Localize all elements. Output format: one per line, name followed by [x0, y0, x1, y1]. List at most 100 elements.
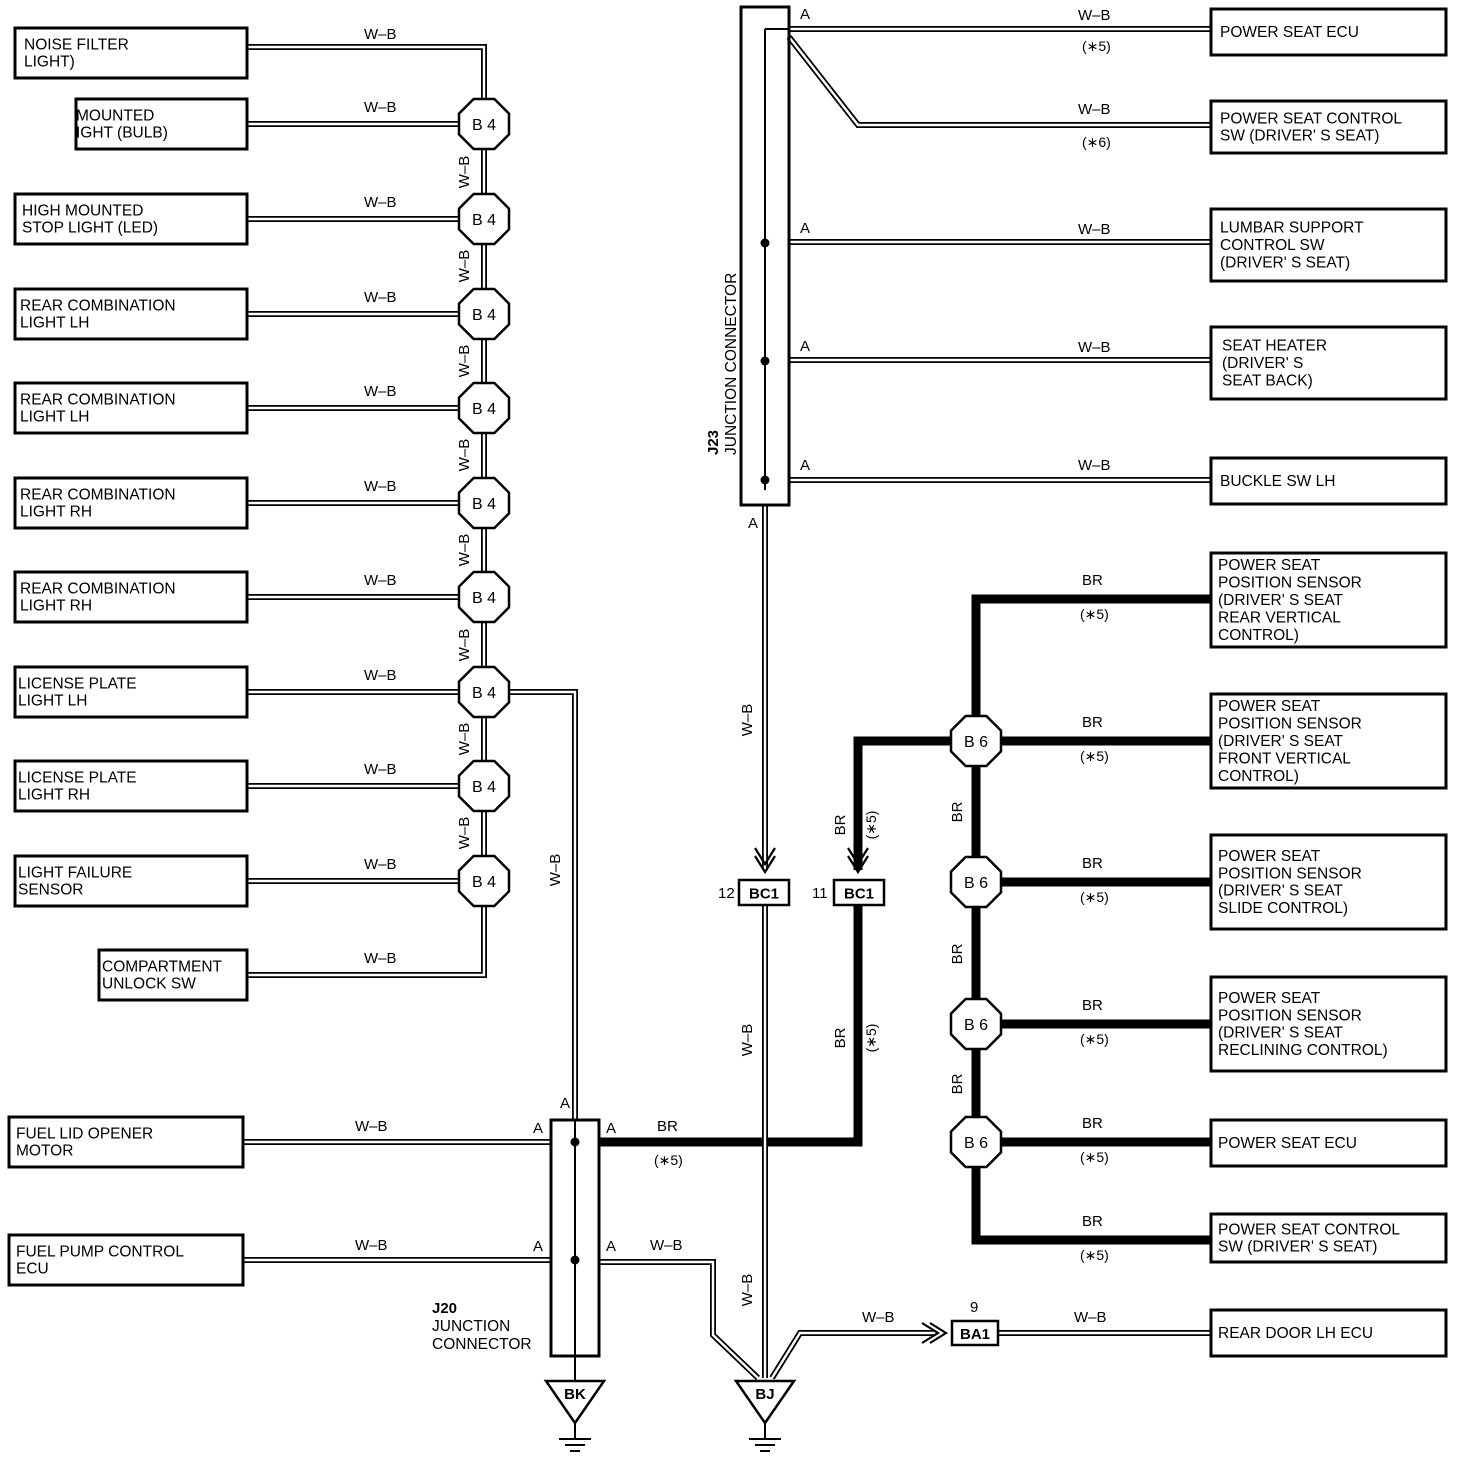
j20-pin-a: A — [606, 1120, 616, 1137]
j20-label: JUNCTION — [432, 1318, 510, 1335]
lumbar-wire-color: W–B — [1078, 221, 1111, 238]
right-component-10-text: SW (DRIVER' S SEAT) — [1218, 1239, 1377, 1256]
j20-label: CONNECTOR — [432, 1336, 532, 1353]
right-component-2-text: LUMBAR SUPPORT — [1220, 220, 1364, 237]
wire-color-wb: W–B — [364, 99, 397, 116]
left-component-2-text: STOP LIGHT (LED) — [22, 220, 158, 237]
b4-connector-7-label: B 4 — [472, 779, 496, 796]
left-component-0-text: LIGHT) — [24, 54, 75, 71]
j20-pin-a: A — [533, 1238, 543, 1255]
buckle-sw-wire-color: W–B — [1078, 457, 1111, 474]
j23-pin-a: A — [800, 220, 810, 237]
left-component-2-text: HIGH MOUNTED — [22, 202, 143, 219]
right-component-5-text: CONTROL) — [1218, 627, 1299, 644]
seat-heater-wire-color: W–B — [1078, 339, 1111, 356]
b4-connector-4-label: B 4 — [472, 496, 496, 513]
right-component-2-text: (DRIVER' S SEAT) — [1220, 254, 1350, 271]
left-component-9-text: LIGHT FAILURE — [18, 864, 132, 881]
b4-connector-1-label: B 4 — [472, 212, 496, 229]
left-component-7 — [13, 665, 249, 719]
left-component-3 — [13, 287, 249, 341]
left-component-9 — [13, 854, 249, 908]
b4-connector-3 — [457, 381, 511, 435]
left-component-12 — [7, 1233, 245, 1287]
j20-feed-wire-core — [507, 690, 577, 1120]
br-wire-note: (∗5) — [1080, 1031, 1109, 1047]
b6-connector-3-label: B 6 — [964, 1135, 988, 1152]
br-wire-note: (∗5) — [1080, 606, 1109, 622]
bc1-11-note: (∗5) — [863, 811, 879, 840]
right-component-3-text: (DRIVER' S — [1222, 355, 1303, 372]
bc1-12-arrow — [754, 847, 776, 875]
left-component-8 — [13, 759, 249, 813]
bus-wire-color-wb: W–B — [456, 817, 473, 850]
j23-label: JUNCTION CONNECTOR — [723, 273, 740, 455]
left-component-1 — [74, 97, 249, 151]
b4-connector-0-label: B 4 — [472, 117, 496, 134]
b4-connector-3-label: B 4 — [472, 401, 496, 418]
bj-ground-label: BJ — [755, 1386, 774, 1403]
j20-pin-a: A — [606, 1238, 616, 1255]
wire-color-wb: W–B — [364, 572, 397, 589]
j23-junction-connector — [739, 5, 791, 507]
b6-connector-2 — [949, 997, 1003, 1051]
left-component-6-text: REAR COMBINATION — [20, 580, 176, 597]
right-component-6 — [1209, 692, 1448, 790]
right-component-4-text: BUCKLE SW LH — [1220, 473, 1335, 490]
ba1-wire-color: W–B — [862, 1309, 895, 1326]
b4-connector-2 — [457, 287, 511, 341]
j23-pin-a: A — [800, 338, 810, 355]
left-component-0 — [13, 26, 249, 80]
left-component-4-text: LIGHT LH — [20, 409, 90, 426]
bus-wire-color-wb: W–B — [456, 534, 473, 567]
left-component-2 — [13, 192, 249, 246]
b4-connector-5-label: B 4 — [472, 590, 496, 607]
left-component-8-text: LICENSE PLATE — [18, 769, 137, 786]
br-wire-color: BR — [1082, 855, 1103, 872]
br-wire-color: BR — [1082, 1115, 1103, 1132]
br-bus-color: BR — [949, 1073, 966, 1094]
right-component-8 — [1209, 975, 1448, 1073]
right-component-7 — [1209, 833, 1448, 931]
j20-top-pin: A — [560, 1095, 570, 1112]
bc1-11-lower-note: (∗5) — [863, 1024, 879, 1053]
j20-junction-connector — [549, 1118, 601, 1358]
j20-junction-dot — [570, 1137, 580, 1147]
right-component-5-text: REAR VERTICAL — [1218, 609, 1341, 626]
right-component-3-text: SEAT BACK) — [1222, 372, 1313, 389]
bc1-11-lower-wire-color: BR — [832, 1027, 849, 1048]
b6-connector-2-label: B 6 — [964, 1017, 988, 1034]
bk-ground-label: BK — [564, 1386, 586, 1403]
left-component-9-text: SENSOR — [18, 882, 83, 899]
b6-connector-1 — [949, 855, 1003, 909]
power-seat-ecu-note: (∗5) — [1082, 38, 1111, 54]
bc1-down-wire-color: W–B — [739, 1024, 756, 1057]
left-component-6-text: LIGHT RH — [20, 598, 92, 615]
fuel-lid-wire-color: W–B — [355, 1118, 388, 1135]
ba1-pin-9: 9 — [970, 1299, 978, 1316]
connectors — [457, 5, 1003, 1452]
j23-code: J23 — [705, 430, 722, 455]
left-component-5-text: LIGHT RH — [20, 504, 92, 521]
right-component-3 — [1209, 325, 1448, 401]
left-component-7-text: LIGHT LH — [18, 693, 88, 710]
right-component-9 — [1209, 1118, 1448, 1168]
compartment-wire-core — [247, 905, 486, 977]
bus-wire-color-wb: W–B — [456, 723, 473, 756]
br-wire-color: BR — [1082, 997, 1103, 1014]
left-component-1-text: MOUNTED — [76, 107, 154, 124]
right-component-1-text: POWER SEAT CONTROL — [1220, 110, 1402, 127]
seat-control-sw-wire — [786, 35, 1213, 128]
bc1-connector-11-label: BC1 — [844, 886, 874, 903]
b6-connector-0-label: B 6 — [964, 734, 988, 751]
bus-wire-color-wb: W–B — [456, 629, 473, 662]
b4-connector-7 — [457, 759, 511, 813]
right-component-10 — [1209, 1212, 1448, 1264]
left-component-10-text: COMPARTMENT — [102, 958, 223, 975]
left-component-1-text: IGHT (BULB) — [76, 125, 168, 142]
left-component-3-text: REAR COMBINATION — [20, 297, 176, 314]
bc1-connector-12 — [737, 878, 791, 907]
j20-br-wire — [599, 905, 863, 1147]
b4-connector-8-label: B 4 — [472, 874, 496, 891]
